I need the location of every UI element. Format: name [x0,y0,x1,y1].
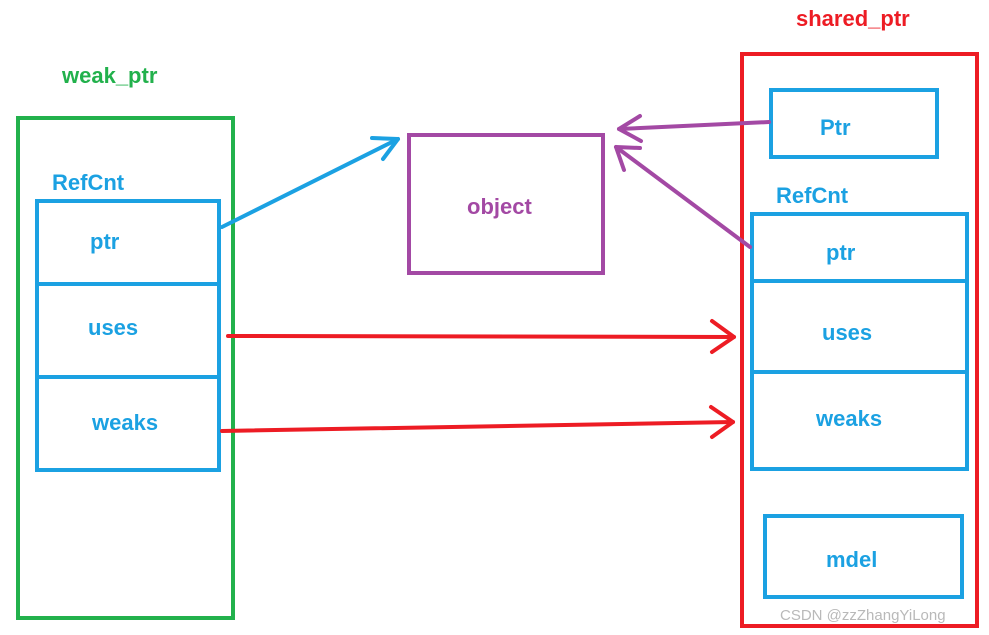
object-label: object [467,194,532,219]
weak-ptr-refcnt-label: RefCnt [52,170,125,195]
shared-ptr-field-weaks-box [750,370,969,471]
arrow-shared-refcnt-ptr-to-object [614,145,752,249]
weak-ptr-title: weak_ptr [61,63,158,88]
weak-ptr-field-ptr-box [35,199,221,286]
weak-ptr-box [16,116,235,620]
shared-ptr-mdel-box [763,514,964,599]
weak-ptr-field-ptr: ptr [90,229,120,254]
shared-ptr-refcnt-label: RefCnt [776,183,849,208]
shared-ptr-mdel-label: mdel [826,547,877,572]
shared-ptr-ptr-label: Ptr [820,115,851,140]
shared-ptr-title: shared_ptr [796,6,910,31]
object-box [407,133,605,275]
arrow-weaks-to-weaks [220,405,735,439]
shared-ptr-field-weaks: weaks [815,406,882,431]
shared-ptr-field-ptr: ptr [826,240,856,265]
arrow-weak-ptr-to-object [220,136,400,229]
arrow-uses-to-uses [226,319,736,354]
shared-ptr-ptr-box [769,88,939,159]
weak-ptr-field-weaks: weaks [91,410,158,435]
shared-ptr-box [740,52,979,628]
watermark: CSDN @zzZhangYiLong [780,607,946,624]
arrow-shared-ptr-to-object [617,114,771,143]
weak-ptr-field-uses: uses [88,315,138,340]
weak-ptr-field-weaks-box [35,375,221,472]
shared-ptr-field-ptr-box [750,212,969,283]
shared-ptr-field-uses: uses [822,320,872,345]
